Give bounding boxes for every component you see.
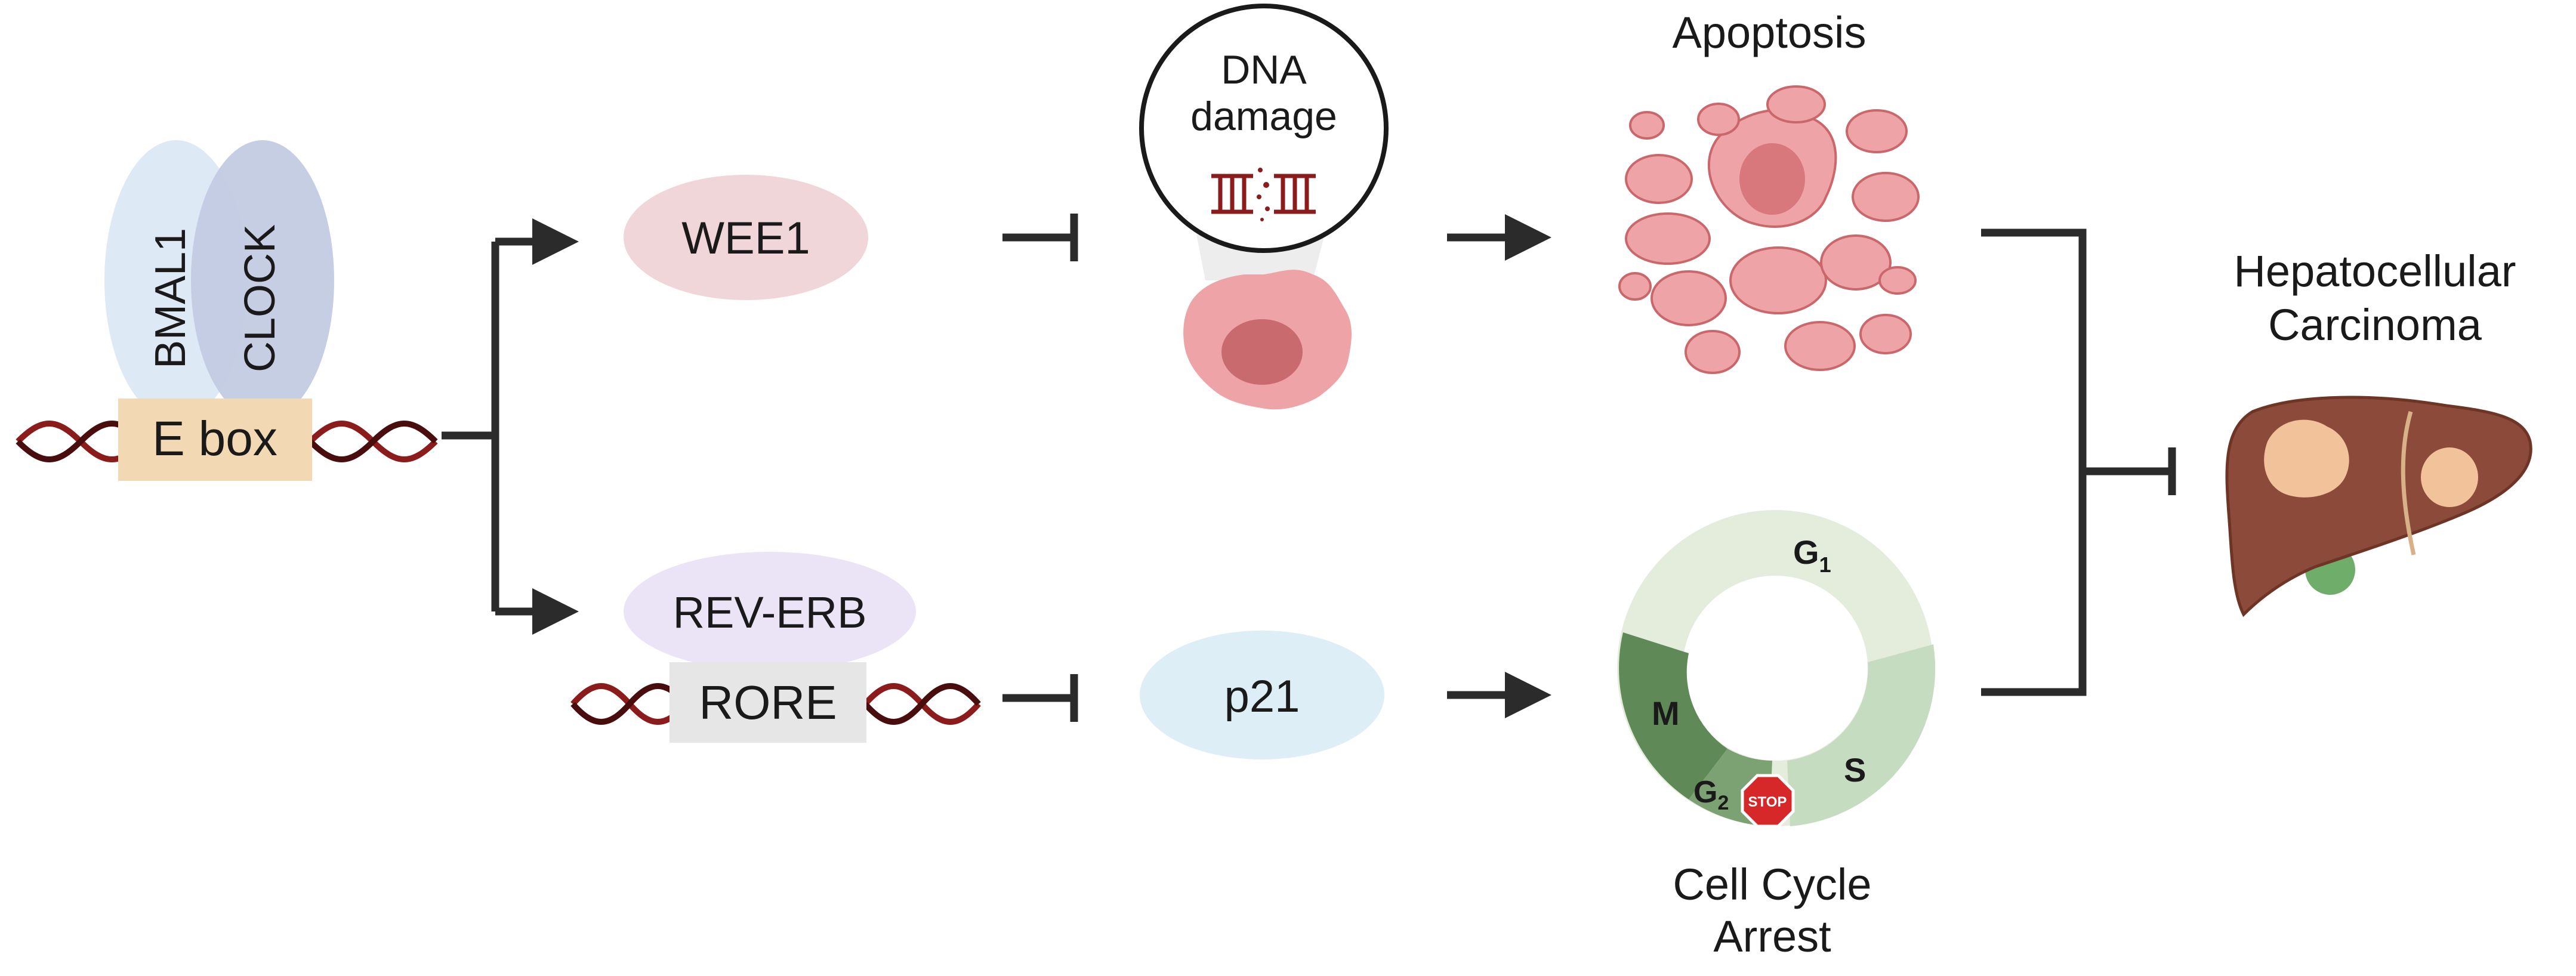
clock-label: CLOCK bbox=[236, 224, 284, 372]
rore-label: RORE bbox=[699, 676, 837, 729]
dna-helix-rore-left bbox=[570, 683, 689, 725]
cell-cycle-diagram: G1 M S G2 STOP Cell Cycle Arrest bbox=[1617, 510, 1936, 961]
g2-label: G2 bbox=[1693, 775, 1729, 814]
dna-helix-rore-right bbox=[863, 683, 981, 725]
g1-label: G1 bbox=[1793, 533, 1831, 577]
inhibit-rore-p21 bbox=[1002, 674, 1078, 722]
dna-damage-line1: DNA bbox=[1221, 47, 1307, 92]
liver-shape bbox=[2225, 396, 2532, 617]
cell-cycle-caption-line1: Cell Cycle bbox=[1673, 860, 1871, 909]
dna-damage-circle bbox=[1139, 4, 1389, 253]
bmal1-label: BMAL1 bbox=[147, 228, 195, 369]
stop-label: STOP bbox=[1748, 794, 1787, 810]
ebox-complex: BMAL1 CLOCK E box bbox=[16, 140, 438, 481]
m-label: M bbox=[1652, 694, 1680, 732]
rev-erb-node bbox=[624, 552, 916, 671]
apoptosis-illustration bbox=[1618, 85, 1920, 374]
branch-arrows bbox=[442, 218, 579, 635]
stop-sign-icon: STOP bbox=[1741, 774, 1795, 828]
dna-damage-illustration: DNA damage bbox=[1139, 4, 1389, 410]
wee1-node bbox=[624, 175, 868, 300]
liver-illustration bbox=[2225, 396, 2532, 617]
clock-protein bbox=[191, 140, 334, 421]
p21-node bbox=[1140, 631, 1384, 759]
apoptosis-title: Apoptosis bbox=[1673, 8, 1867, 57]
cell-cycle-s-phase bbox=[1787, 644, 1936, 826]
s-label: S bbox=[1844, 751, 1866, 789]
cell-cycle-m-phase bbox=[1619, 632, 1727, 799]
hcc-title-line2: Carcinoma bbox=[2268, 300, 2482, 350]
p21-label: p21 bbox=[1224, 671, 1300, 722]
hcc-title-line1: Hepatocellular bbox=[2233, 246, 2516, 296]
dna-helix-right bbox=[308, 421, 438, 462]
tumor-large bbox=[2264, 419, 2349, 498]
broken-dna-icon bbox=[1211, 168, 1316, 221]
inhibit-wee1-dna bbox=[1002, 214, 1078, 261]
rore-complex: REV-ERB RORE bbox=[570, 552, 981, 743]
dna-damage-line2: damage bbox=[1190, 94, 1337, 139]
wee1-label: WEE1 bbox=[681, 213, 810, 264]
rore-box bbox=[670, 662, 866, 743]
cell-cycle-caption-line2: Arrest bbox=[1713, 912, 1831, 961]
rev-erb-label: REV-ERB bbox=[673, 588, 867, 637]
tumor-small bbox=[2421, 447, 2478, 507]
convergence-bracket bbox=[1981, 228, 2176, 696]
ebox-label: E box bbox=[152, 412, 277, 466]
ebox-box bbox=[118, 399, 312, 481]
